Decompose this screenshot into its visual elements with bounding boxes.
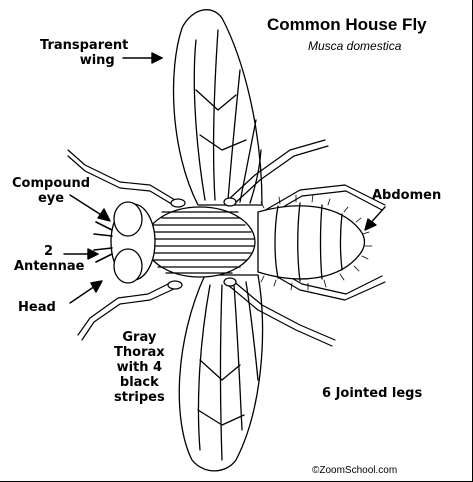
thorax	[145, 207, 255, 277]
label-thorax-line4: black	[114, 375, 165, 390]
label-compound-eye: Compound eye	[12, 176, 90, 206]
label-thorax-line1: Gray	[114, 330, 165, 345]
head	[111, 202, 155, 283]
label-wing-line2: wing	[40, 53, 128, 68]
label-wing-line1: Transparent	[40, 38, 128, 53]
label-transparent-wing: Transparent wing	[40, 38, 128, 68]
diagram-title: Common House Fly	[267, 15, 427, 35]
abdomen	[258, 195, 372, 290]
label-eye-line2: eye	[12, 191, 90, 206]
label-thorax-line2: Thorax	[114, 345, 165, 360]
label-antennae-line1: 2	[14, 244, 84, 259]
label-abdomen: Abdomen	[372, 188, 441, 203]
label-jointed-legs: 6 Jointed legs	[322, 386, 422, 401]
credit-text: ©ZoomSchool.com	[312, 465, 397, 476]
label-eye-line1: Compound	[12, 176, 90, 191]
label-antennae: 2 Antennae	[14, 244, 84, 274]
label-head: Head	[18, 300, 56, 315]
label-antennae-line2: Antennae	[14, 259, 84, 274]
label-thorax-line5: stripes	[114, 390, 165, 405]
label-gray-thorax: Gray Thorax with 4 black stripes	[114, 330, 165, 405]
antennae	[94, 222, 112, 262]
upper-wing	[174, 10, 262, 205]
lower-wing	[179, 275, 262, 471]
diagram-subtitle: Musca domestica	[308, 39, 401, 53]
label-thorax-line3: with 4	[114, 360, 165, 375]
